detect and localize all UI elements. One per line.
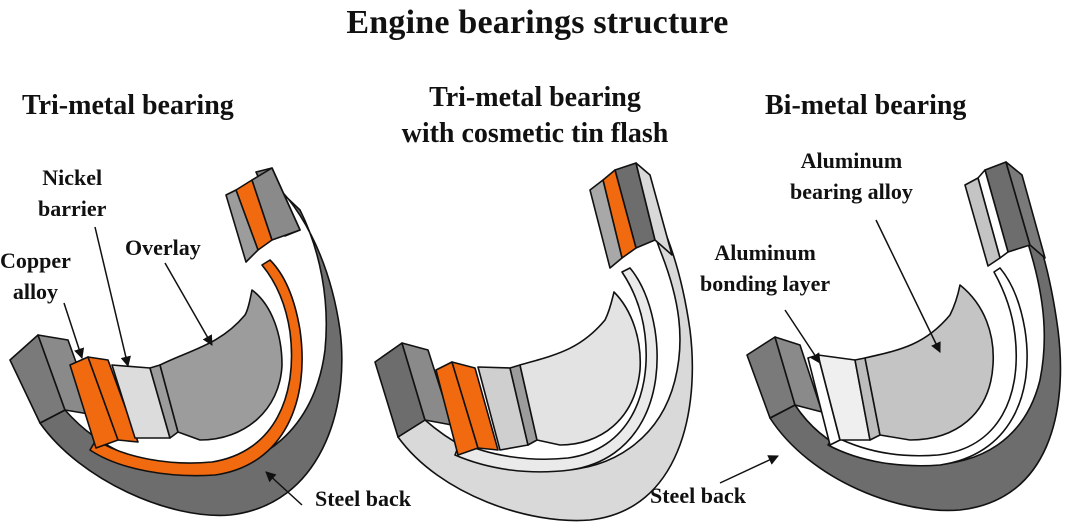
label-line: barrier bbox=[38, 196, 107, 221]
label-line: Copper bbox=[0, 248, 71, 273]
bearing-tri-metal-tin-flash bbox=[374, 162, 694, 522]
inner-ring-light bbox=[454, 267, 658, 473]
copper-alloy-face-2 bbox=[87, 356, 139, 443]
label-overlay: Overlay bbox=[125, 232, 201, 263]
arrow-aluminum-bearing-alloy bbox=[875, 219, 941, 353]
label-aluminum-bonding-layer: Aluminum bonding layer bbox=[700, 237, 830, 299]
panel-title-line: with cosmetic tin flash bbox=[401, 118, 669, 149]
label-line: alloy bbox=[12, 279, 59, 304]
upper-end-outer bbox=[635, 162, 673, 256]
overlay-surface bbox=[159, 289, 283, 441]
label-line: Overlay bbox=[125, 235, 201, 260]
diagram-title: Engine bearings structure bbox=[346, 4, 729, 41]
upper-end-gray bbox=[589, 179, 623, 269]
label-line: Aluminum bbox=[800, 148, 903, 173]
upper-end-light bbox=[964, 177, 1001, 267]
upper-end-gray bbox=[225, 189, 259, 263]
upper-end-outer bbox=[1005, 161, 1046, 259]
arrow-aluminum-bonding-layer bbox=[784, 309, 821, 364]
upper-end-outer bbox=[251, 167, 301, 241]
copper-alloy-ring bbox=[89, 259, 303, 477]
label-steel-back-tri-metal: Steel back bbox=[315, 483, 411, 514]
label-line: Steel back bbox=[650, 483, 746, 508]
label-line: Aluminum bbox=[714, 240, 816, 265]
label-line: bearing alloy bbox=[790, 179, 913, 204]
label-line: bonding layer bbox=[700, 271, 831, 296]
bearing-tri-metal bbox=[9, 167, 343, 517]
panel-title-line: Tri-metal bearing bbox=[22, 90, 234, 121]
arrow-steel-back-1 bbox=[265, 471, 303, 506]
label-line: Steel back bbox=[315, 486, 411, 511]
arrow-steel-back-2 bbox=[719, 455, 779, 484]
panel-title-bi-metal: Bi-metal bearing bbox=[765, 88, 966, 124]
label-copper-alloy: Copper alloy bbox=[0, 245, 71, 307]
label-aluminum-bearing-alloy: Aluminum bearing alloy bbox=[790, 145, 913, 207]
arrow-nickel-barrier bbox=[94, 226, 131, 368]
copper-alloy-face-2 bbox=[451, 361, 499, 451]
label-steel-back-bi-metal: Steel back bbox=[650, 480, 746, 511]
label-nickel-barrier: Nickel barrier bbox=[38, 162, 106, 224]
bonding-layer-ring bbox=[827, 267, 1028, 467]
arrow-copper-alloy bbox=[63, 302, 85, 359]
bearing-alloy-surface bbox=[864, 284, 995, 441]
panel-title-tri-metal: Tri-metal bearing bbox=[22, 88, 234, 124]
panel-title-tri-metal-tin-flash: Tri-metal bearing with cosmetic tin flas… bbox=[375, 80, 695, 152]
overlay-surface bbox=[519, 291, 642, 446]
label-line: Nickel bbox=[42, 165, 103, 190]
panel-title-line: Bi-metal bearing bbox=[765, 90, 967, 121]
panel-title-line: Tri-metal bearing bbox=[429, 82, 641, 113]
arrow-overlay bbox=[164, 262, 213, 346]
bearing-bi-metal bbox=[746, 161, 1062, 512]
